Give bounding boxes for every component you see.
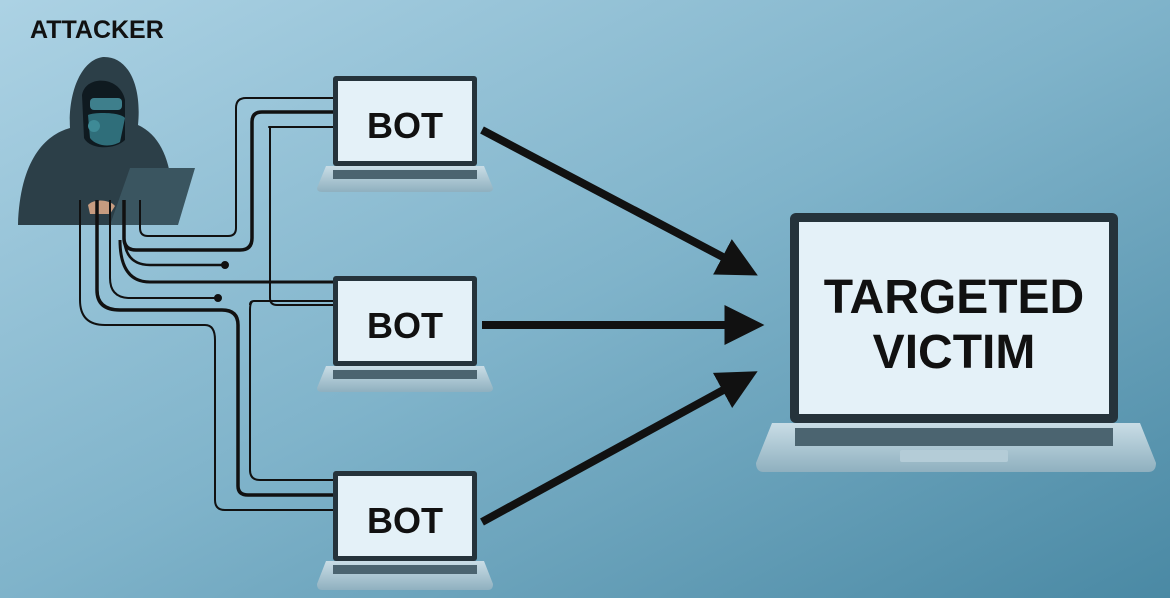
bot-laptop-3: BOT [317, 471, 493, 590]
arrow-bot1-victim [480, 126, 758, 276]
bot-laptop-1: BOT [317, 76, 493, 192]
bot-label: BOT [367, 105, 443, 146]
victim-label-line2: VICTIM [873, 326, 1036, 379]
attacker-bot-wires [79, 97, 333, 511]
bot-label: BOT [367, 305, 443, 346]
victim-laptop: TARGETED VICTIM [756, 213, 1156, 472]
victim-label-line1: TARGETED [824, 271, 1084, 324]
bot-laptop-2: BOT [317, 276, 493, 392]
attacker-hacker-icon [18, 56, 195, 225]
attack-arrows [480, 126, 765, 526]
arrow-bot3-victim [480, 371, 758, 526]
bot-label: BOT [367, 500, 443, 541]
attacker-label: ATTACKER [30, 16, 164, 44]
